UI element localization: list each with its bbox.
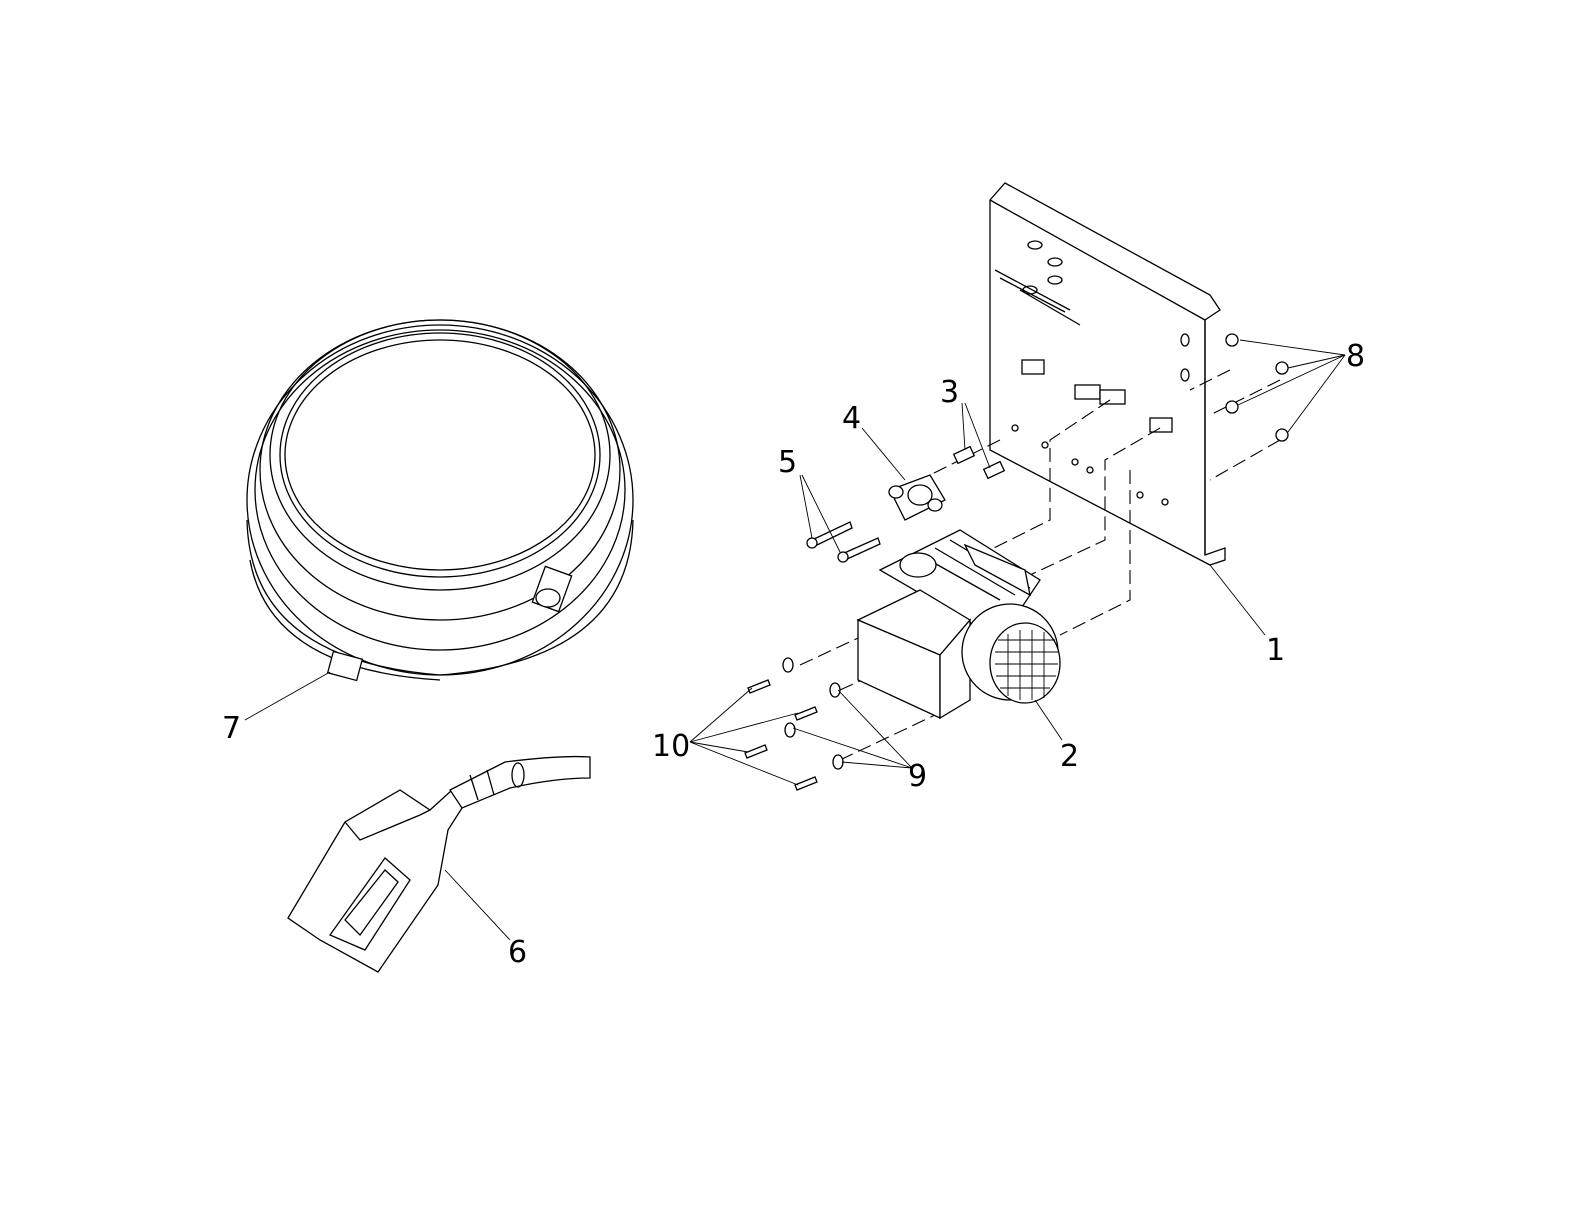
callout-7: 7 <box>222 711 241 746</box>
flange <box>888 474 946 521</box>
fasteners <box>744 333 1289 791</box>
callout-5: 5 <box>778 445 797 480</box>
fan-grille <box>995 630 1058 700</box>
callout-8: 8 <box>1346 339 1365 374</box>
hose-coil <box>246 319 634 682</box>
callout-3: 3 <box>940 375 959 410</box>
callout-9: 9 <box>908 759 927 794</box>
fuel-nozzle <box>287 755 591 973</box>
callout-1: 1 <box>1266 633 1285 668</box>
leader-lines <box>244 339 1346 941</box>
callout-2: 2 <box>1060 739 1079 774</box>
pump-motor <box>856 529 1061 720</box>
callout-6: 6 <box>508 935 527 970</box>
mounting-plate <box>989 182 1226 566</box>
callout-4: 4 <box>842 401 861 436</box>
callout-10: 10 <box>652 729 690 764</box>
